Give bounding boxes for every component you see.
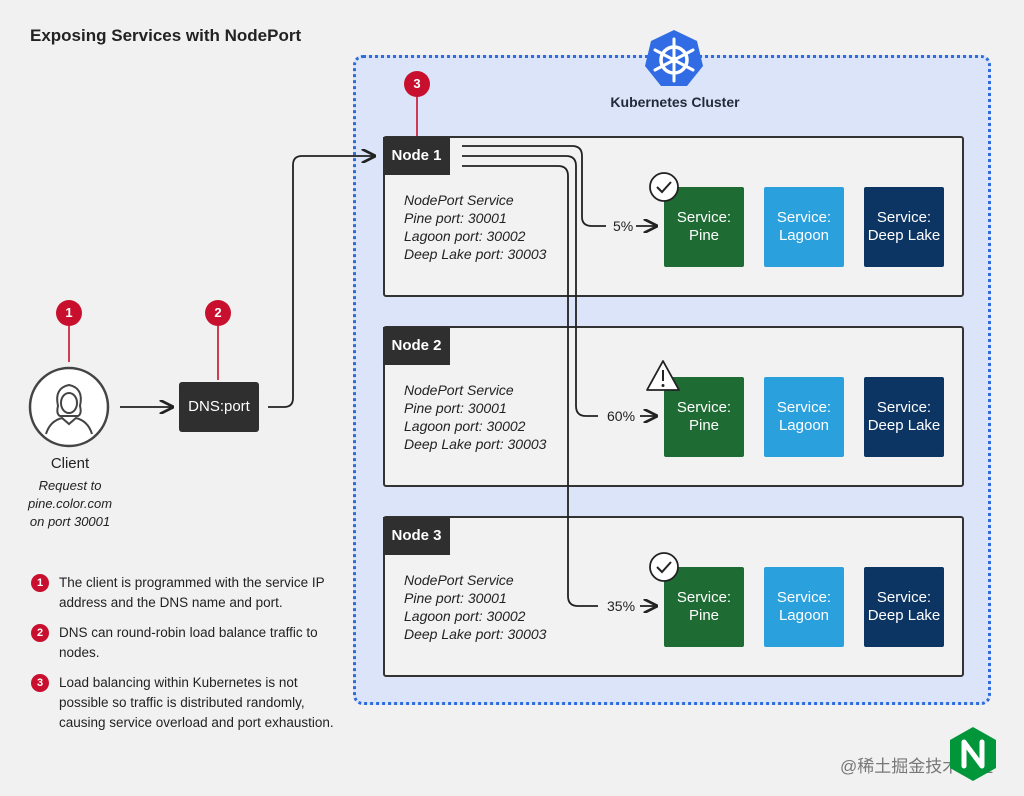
client-label: Client [50, 455, 90, 472]
service-label: Service: [876, 589, 932, 606]
nodeport-title: NodePort Service [404, 572, 514, 588]
service-name: Deep Lake [867, 417, 941, 434]
service-label: Service: [876, 399, 932, 416]
note-3-text: Load balancing within Kubernetes is not … [59, 675, 334, 730]
service-name: Deep Lake [867, 227, 941, 244]
node-1-service-deep-lake: Service: Deep Lake [864, 187, 944, 267]
step-2-badge: 2 [205, 300, 231, 326]
service-label: Service: [676, 209, 732, 226]
service-label: Service: [876, 209, 932, 226]
node-3-label: Node 3 [383, 517, 450, 555]
note-2-text: DNS can round-robin load balance traffic… [59, 625, 318, 660]
request-host: pine.color.com [27, 496, 113, 511]
node-2-label: Node 2 [383, 327, 450, 365]
node-2-service-deep-lake: Service: Deep Lake [864, 377, 944, 457]
cluster-label: Kubernetes Cluster [610, 94, 740, 110]
nginx-logo-icon [950, 727, 996, 781]
warning-icon [646, 360, 680, 391]
service-name: Lagoon [778, 607, 830, 624]
client-avatar-icon [28, 366, 110, 448]
node-1-nodeport-info: NodePort Service Pine port: 30001 Lagoon… [404, 191, 546, 263]
step-1-badge: 1 [56, 300, 82, 326]
request-line: Request to [38, 478, 102, 493]
client-request: Request to pine.color.com on port 30001 [10, 477, 130, 531]
service-name: Deep Lake [867, 607, 941, 624]
service-name: Pine [688, 417, 720, 434]
service-name: Pine [688, 607, 720, 624]
service-name: Pine [688, 227, 720, 244]
request-port: on port 30001 [29, 514, 111, 529]
note-1-text: The client is programmed with the servic… [59, 575, 325, 610]
node-1-service-pine: Service: Pine [664, 187, 744, 267]
service-label: Service: [676, 399, 732, 416]
note-1-badge: 1 [31, 574, 49, 592]
step-3-badge: 3 [404, 71, 430, 97]
service-label: Service: [776, 399, 832, 416]
node-1-traffic-pct: 5% [613, 218, 634, 234]
node-2-nodeport-info: NodePort Service Pine port: 30001 Lagoon… [404, 381, 546, 453]
node-2-traffic-pct: 60% [607, 408, 636, 424]
lagoon-port: Lagoon port: 30002 [404, 228, 526, 244]
node-3-service-deep-lake: Service: Deep Lake [864, 567, 944, 647]
pine-port: Pine port: 30001 [404, 210, 507, 226]
service-label: Service: [676, 589, 732, 606]
service-name: Lagoon [778, 227, 830, 244]
kubernetes-logo-icon [645, 30, 703, 86]
note-2-badge: 2 [31, 624, 49, 642]
deep-lake-port: Deep Lake port: 30003 [404, 246, 547, 262]
lagoon-port: Lagoon port: 30002 [404, 418, 526, 434]
nodeport-title: NodePort Service [404, 192, 514, 208]
node-3-service-pine: Service: Pine [664, 567, 744, 647]
deep-lake-port: Deep Lake port: 30003 [404, 626, 547, 642]
node-3-service-lagoon: Service: Lagoon [764, 567, 844, 647]
service-label: Service: [776, 589, 832, 606]
node-3-traffic-pct: 35% [607, 598, 636, 614]
page-title: Exposing Services with NodePort [30, 26, 302, 45]
note-3-badge: 3 [31, 674, 49, 692]
service-name: Lagoon [778, 417, 830, 434]
lagoon-port: Lagoon port: 30002 [404, 608, 526, 624]
node-1-label: Node 1 [383, 137, 450, 175]
check-icon [649, 552, 679, 582]
node-1-service-lagoon: Service: Lagoon [764, 187, 844, 267]
pine-port: Pine port: 30001 [404, 400, 507, 416]
check-icon [649, 172, 679, 202]
service-label: Service: [776, 209, 832, 226]
deep-lake-port: Deep Lake port: 30003 [404, 436, 547, 452]
node-2-service-lagoon: Service: Lagoon [764, 377, 844, 457]
nodeport-title: NodePort Service [404, 382, 514, 398]
dns-box: DNS:port [179, 382, 259, 432]
pine-port: Pine port: 30001 [404, 590, 507, 606]
node-3-nodeport-info: NodePort Service Pine port: 30001 Lagoon… [404, 571, 546, 643]
